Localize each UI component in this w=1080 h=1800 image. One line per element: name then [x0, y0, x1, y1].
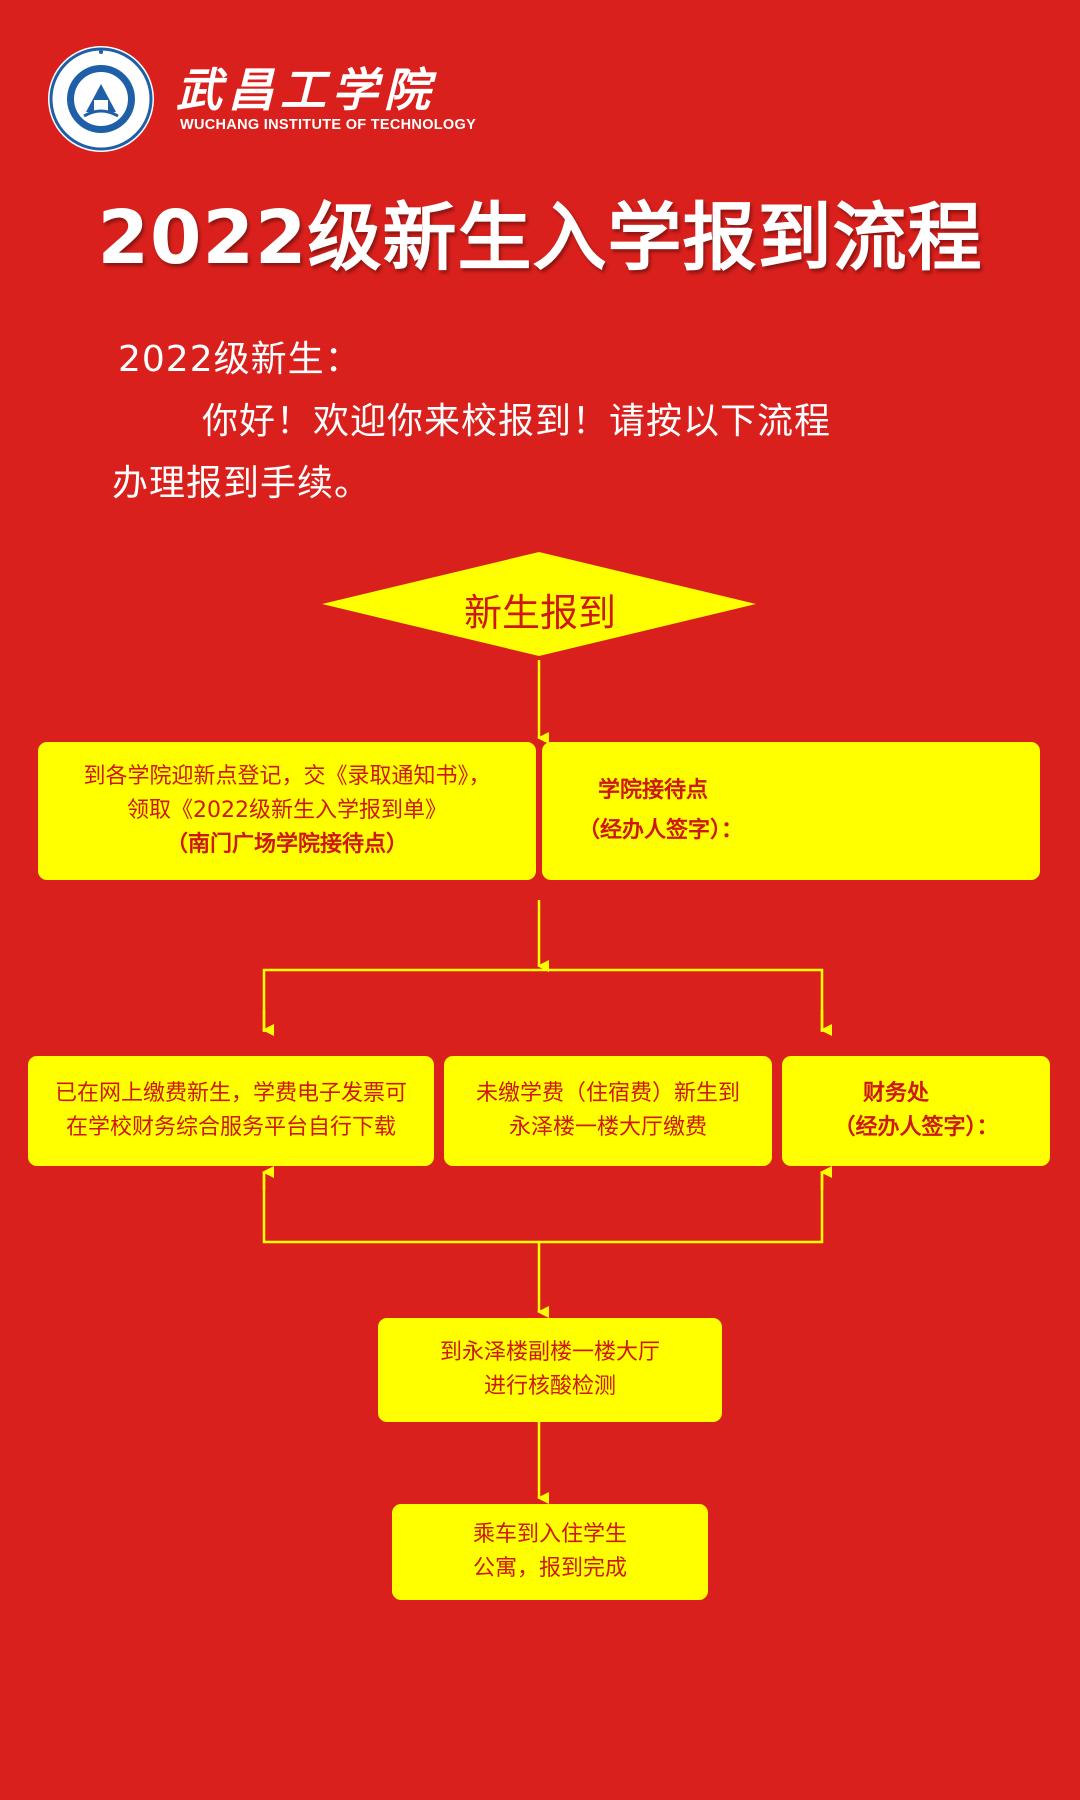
- paid-line2: 在学校财务综合服务平台自行下载: [65, 1115, 396, 1140]
- logo-chinese-name: 武昌工学院: [176, 63, 436, 117]
- unpaid-students-box: 未缴学费（住宿费）新生到 永泽楼一楼大厅缴费: [444, 1056, 772, 1166]
- step1-box: 到各学院迎新点登记，交《录取通知书》， 领取《2022级新生入学报到单》 （南门…: [38, 742, 536, 880]
- finance-sign-label: （经办人签字）：: [833, 1115, 999, 1140]
- start-label: 新生报到: [463, 591, 616, 635]
- nucleic-test-box: 到永泽楼副楼一楼大厅 进行核酸检测: [378, 1318, 722, 1422]
- finish-line1: 乘车到入住学生: [472, 1522, 627, 1547]
- step1-location: （南门广场学院接待点）: [165, 832, 408, 857]
- page-title: 2022级新生入学报到流程: [97, 195, 983, 281]
- logo-english-name: WUCHANG INSTITUTE OF TECHNOLOGY: [180, 117, 477, 133]
- paid-line1: 已在网上缴费新生，学费电子发票可: [54, 1081, 407, 1106]
- start-diamond: [322, 552, 756, 656]
- finance-sign-box: 财务处 （经办人签字）：: [782, 1056, 1050, 1166]
- finish-box: 乘车到入住学生 公寓，报到完成: [392, 1504, 708, 1600]
- merge-bottom-bar: [262, 1172, 824, 1244]
- test-line1: 到永泽楼副楼一楼大厅: [439, 1340, 660, 1365]
- college-sign-label: （经办人签字）：: [578, 818, 744, 843]
- greeting-line-2: 办理报到手续。: [112, 463, 372, 504]
- greeting-salutation: 2022级新生：: [118, 339, 362, 380]
- branch-top-bar: [262, 968, 824, 1032]
- finance-sign-title: 财务处: [862, 1081, 929, 1106]
- step1-line2: 领取《2022级新生入学报到单》: [127, 798, 447, 823]
- step1-line1: 到各学院迎新点登记，交《录取通知书》，: [83, 764, 491, 789]
- unpaid-line1: 未缴学费（住宿费）新生到: [475, 1081, 740, 1106]
- test-line2: 进行核酸检测: [483, 1374, 616, 1399]
- greeting-line-1: 你好！欢迎你来校报到！请按以下流程: [202, 401, 832, 442]
- college-sign-box: 学院接待点 （经办人签字）：: [542, 742, 1040, 880]
- paid-students-box: 已在网上缴费新生，学费电子发票可 在学校财务综合服务平台自行下载: [28, 1056, 434, 1166]
- school-logo-seal: [48, 46, 154, 152]
- unpaid-line2: 永泽楼一楼大厅缴费: [508, 1115, 707, 1140]
- college-sign-title: 学院接待点: [598, 778, 709, 803]
- finish-line2: 公寓，报到完成: [472, 1556, 627, 1581]
